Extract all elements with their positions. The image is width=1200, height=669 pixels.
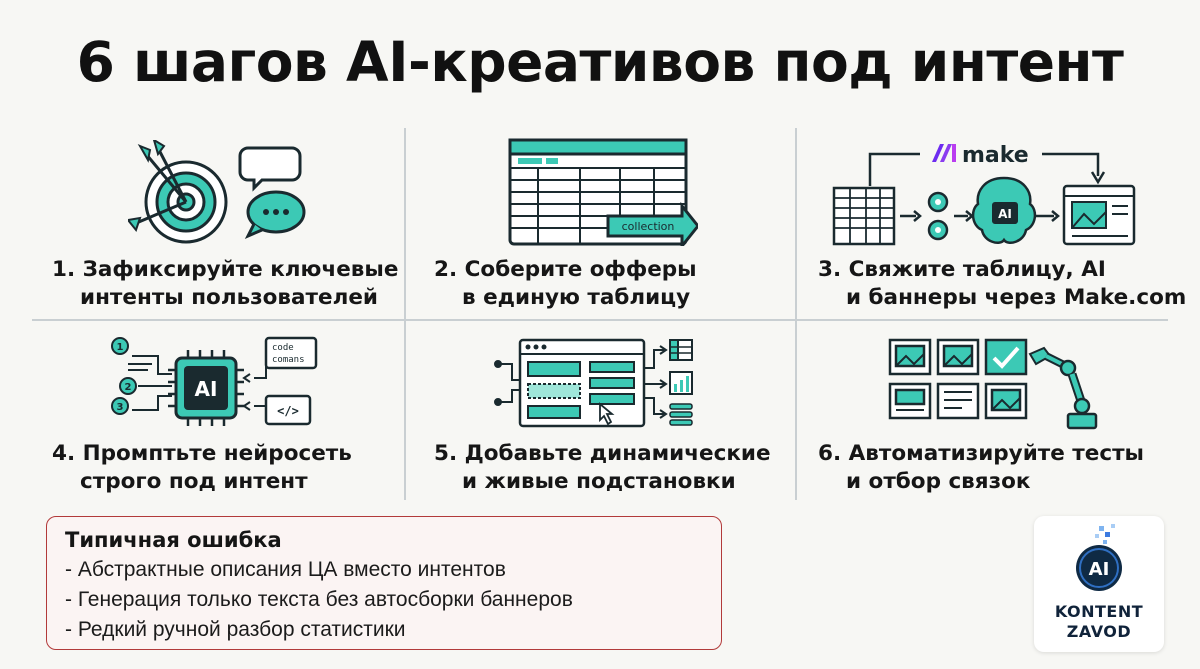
- spreadsheet-collection-icon: collection: [508, 138, 698, 246]
- step-number: 6.: [818, 441, 842, 466]
- step-title-line2: и баннеры через Make.com: [846, 285, 1187, 310]
- step-label-4: 4. Промптьте нейросеть строго под интент: [52, 440, 352, 496]
- step-title-line2: строго под интент: [80, 469, 308, 494]
- step-title-line1: Соберите офферы: [464, 257, 697, 282]
- mistake-title: Типичная ошибка: [65, 528, 282, 552]
- step-title-line2: и отбор связок: [846, 469, 1031, 494]
- ai-chip-label: AI: [195, 377, 218, 401]
- step-title-line2: и живые подстановки: [462, 469, 736, 494]
- step-label-3: 3. Свяжите таблицу, AI и баннеры через M…: [818, 256, 1186, 312]
- page-title: 6 шагов AI-креативов под интент: [76, 30, 1124, 94]
- logo-text-line2: ZAVOD: [1066, 622, 1132, 641]
- target-chat-icon: [128, 140, 306, 244]
- step-title-line1: Свяжите таблицу, AI: [848, 257, 1106, 282]
- step-title-line2: в единую таблицу: [462, 285, 691, 310]
- step-title-line1: Зафиксируйте ключевые: [82, 257, 399, 282]
- step-label-5: 5. Добавьте динамические и живые подстан…: [434, 440, 771, 496]
- mistake-item: - Редкий ручной разбор статистики: [65, 618, 406, 641]
- step-title-line1: Добавьте динамические: [464, 441, 771, 466]
- code-tag-icon: </>: [277, 404, 299, 418]
- step-number: 3.: [818, 257, 842, 282]
- robot-arm-banners-icon: [888, 338, 1098, 430]
- dynamic-substitution-icon: [494, 338, 693, 428]
- step-label-6: 6. Автоматизируйте тесты и отбор связок: [818, 440, 1144, 496]
- ai-logo-icon: AI: [1076, 524, 1122, 591]
- code-label: code: [272, 343, 294, 353]
- step-label-1: 1. Зафиксируйте ключевые интенты пользов…: [52, 256, 398, 312]
- ai-chip-prompt-icon: 1 2 3 AI code comans </>: [111, 336, 318, 426]
- mistake-item: - Генерация только текста без автосборки…: [65, 588, 573, 611]
- step-num-3: 3: [117, 402, 124, 413]
- step-number: 5.: [434, 441, 458, 466]
- step-title-line2: интенты пользователей: [80, 285, 378, 310]
- step-title-line1: Автоматизируйте тесты: [848, 441, 1144, 466]
- step-number: 1.: [52, 257, 76, 282]
- step-number: 2.: [434, 257, 458, 282]
- grid-divider-horizontal: [32, 319, 1168, 321]
- step-num-1: 1: [117, 342, 124, 353]
- make-logo-icon: [932, 144, 956, 162]
- collection-label: collection: [622, 220, 675, 233]
- mistake-item: - Абстрактные описания ЦА вместо интенто…: [65, 558, 506, 581]
- step-num-2: 2: [125, 382, 132, 393]
- kontent-zavod-logo: AI KONTENT ZAVOD: [1034, 516, 1164, 652]
- grid-divider-vertical-1: [404, 128, 406, 500]
- make-workflow-icon: make AI: [832, 143, 1136, 246]
- ai-chip-label: AI: [998, 207, 1012, 221]
- step-number: 4.: [52, 441, 76, 466]
- typical-mistake-box: Типичная ошибка - Абстрактные описания Ц…: [46, 516, 722, 650]
- step-title-line1: Промптьте нейросеть: [82, 441, 352, 466]
- code-label-2: comans: [272, 355, 305, 365]
- make-label: make: [962, 143, 1029, 168]
- step-label-2: 2. Соберите офферы в единую таблицу: [434, 256, 697, 312]
- logo-text-line1: KONTENT: [1054, 602, 1144, 621]
- grid-divider-vertical-2: [795, 128, 797, 500]
- logo-ai-label: AI: [1089, 559, 1110, 580]
